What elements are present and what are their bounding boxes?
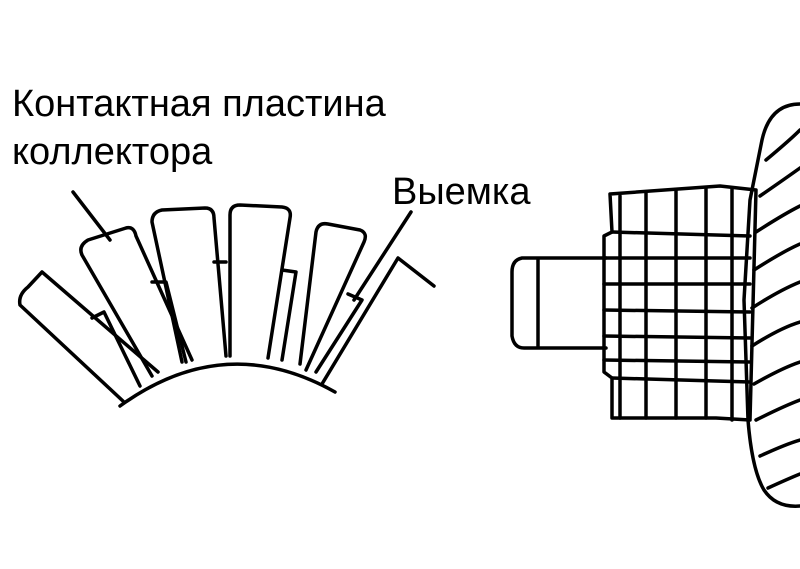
- commutator-plate-5: [298, 221, 368, 372]
- contact-plate-label-line1: Контактная пластина: [12, 83, 386, 125]
- armature: [510, 102, 800, 508]
- contact-plate-label-line2: коллектора: [12, 131, 213, 173]
- commutator-plate-3: [150, 206, 228, 364]
- armature-drum: [602, 184, 758, 422]
- notch-bracket: [320, 256, 436, 386]
- commutator-plate-4: [228, 203, 293, 360]
- armature-winding: [742, 102, 800, 508]
- leader-line-contact-plate: [71, 190, 112, 242]
- commutator-segment-group: [17, 203, 436, 408]
- leader-line-notch: [352, 210, 413, 302]
- notch-label: Выемка: [392, 171, 531, 213]
- commutator-plate-1: [17, 270, 160, 404]
- armature-shaft: [510, 256, 608, 350]
- commutator-base-arc: [118, 362, 337, 408]
